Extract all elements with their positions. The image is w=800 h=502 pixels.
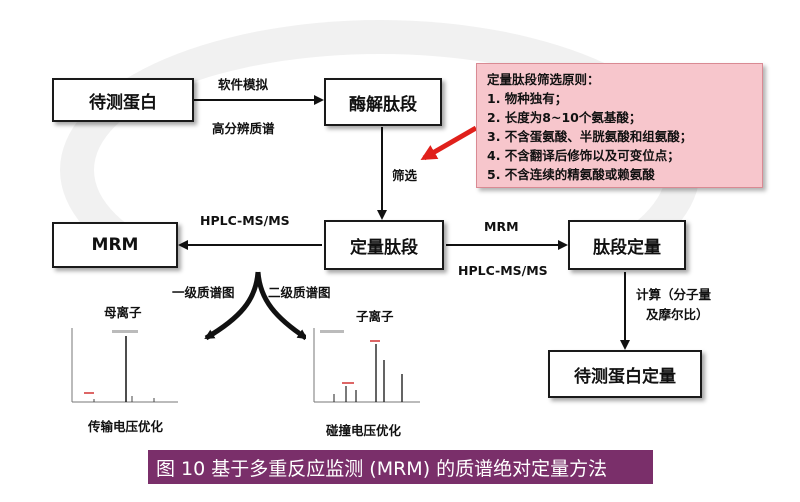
box-peptide-quant: 肽段定量 [568,220,686,270]
label-hplc-right: HPLC-MS/MS [458,263,548,278]
label-transfer-opt: 传输电压优化 [88,419,164,434]
label-collision-opt: 碰撞电压优化 [326,423,402,438]
criteria-note: 定量肽段筛选原则： 1. 物种独有； 2. 长度为8~10个氨基酸； 3. 不含… [476,63,763,188]
label-calc-line2: 及摩尔比） [646,307,709,322]
criteria-title: 定量肽段筛选原则： [487,72,600,87]
box-protein: 待测蛋白 [52,78,194,122]
label-high-res-ms: 高分辨质谱 [212,121,275,136]
criteria-item: 2. 长度为8~10个氨基酸； [487,110,642,125]
label-hplc-left: HPLC-MS/MS [200,213,290,228]
criteria-item: 1. 物种独有； [487,91,568,106]
red-arrow-criteria [420,125,478,161]
criteria-item: 3. 不含蛋氨酸、半胱氨酸和组氨酸； [487,129,693,144]
label-software-sim: 软件模拟 [218,77,269,92]
parent-ion-spectrum [64,322,182,410]
label-ms2: 二级质谱图 [268,285,331,300]
label-parent-ion: 母离子 [104,305,142,320]
box-protein-quant: 待测蛋白定量 [548,350,702,398]
label-ms1: 一级质谱图 [172,285,235,300]
box-digested-peptide: 酶解肽段 [324,78,442,126]
box-mrm: MRM [52,222,178,268]
criteria-item: 5. 不含连续的精氨酸或赖氨酸 [487,167,655,182]
label-child-ion: 子离子 [356,309,394,324]
box-quant-peptide: 定量肽段 [324,220,444,270]
criteria-item: 4. 不含翻译后修饰以及可变位点； [487,148,680,163]
label-mrm-right: MRM [484,219,519,234]
child-ion-spectrum [306,322,424,410]
split-arrow-right [255,271,308,341]
label-screen: 筛选 [392,168,418,183]
label-calc-line1: 计算（分子量 [636,287,712,302]
figure-caption: 图 10 基于多重反应监测 (MRM) 的质谱绝对定量方法 [148,450,653,484]
